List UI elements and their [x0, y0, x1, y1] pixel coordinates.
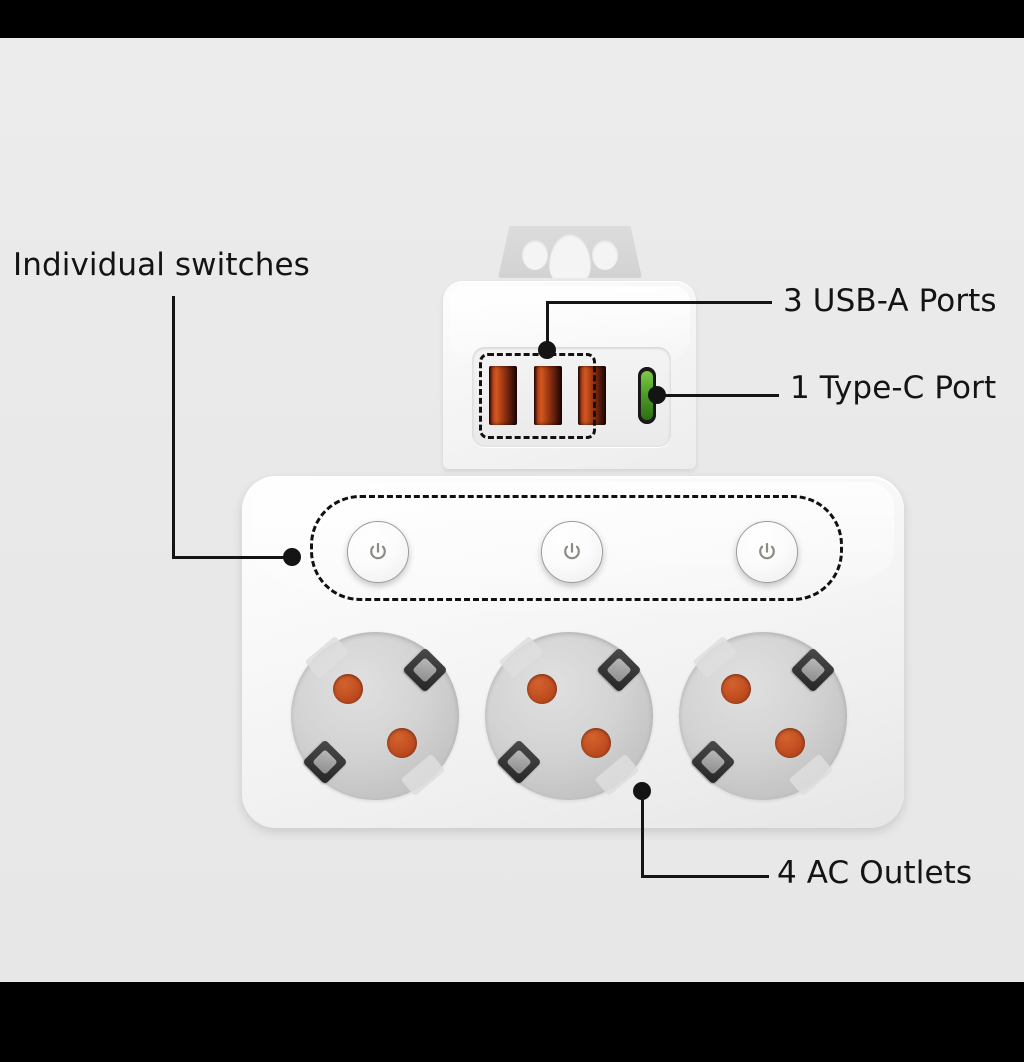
callout-line-switches-vertical	[172, 296, 175, 558]
bracket-keyhole-center	[549, 234, 591, 278]
switch-row-highlight	[310, 495, 843, 601]
letterbox-top	[0, 0, 1024, 38]
power-switch-3[interactable]	[736, 521, 798, 583]
bracket-hole-right	[592, 240, 618, 270]
outlet-pin-hole	[387, 728, 417, 758]
callout-dot-outlets	[633, 782, 651, 800]
callout-label-usb-a-ports: 3 USB-A Ports	[783, 283, 997, 319]
ac-outlet-1[interactable]	[291, 632, 459, 800]
screenshot-root: Individual switches 3 USB-A Ports 1 Type…	[0, 0, 1024, 1024]
outlet-pin-hole	[333, 674, 363, 704]
callout-line-switches-horizontal	[172, 556, 298, 559]
outlet-pin-hole	[581, 728, 611, 758]
callout-label-ac-outlets: 4 AC Outlets	[777, 855, 973, 891]
outlet-pin-hole	[775, 728, 805, 758]
ac-outlet-2[interactable]	[485, 632, 653, 800]
callout-dot-typec	[648, 386, 666, 404]
callout-label-type-c-port: 1 Type-C Port	[790, 370, 997, 406]
callout-line-usb-horizontal	[546, 301, 772, 304]
letterbox-bottom	[0, 982, 1024, 1024]
usb-a-port-3[interactable]	[578, 366, 606, 425]
usb-a-port-2[interactable]	[534, 366, 562, 425]
ac-outlet-3[interactable]	[679, 632, 847, 800]
callout-line-usb-vertical	[546, 301, 549, 354]
wall-mount-bracket	[498, 226, 642, 278]
callout-line-outlets-horizontal	[641, 875, 769, 878]
image-canvas: Individual switches 3 USB-A Ports 1 Type…	[0, 38, 1024, 982]
power-icon	[564, 542, 580, 560]
callout-dot-switches	[283, 548, 301, 566]
callout-line-typec-horizontal	[657, 394, 779, 397]
callout-line-outlets-vertical	[641, 796, 644, 878]
power-switch-2[interactable]	[541, 521, 603, 583]
usb-a-port-1[interactable]	[489, 366, 517, 425]
usb-a-port-group-highlight	[479, 353, 596, 439]
power-icon	[370, 542, 386, 560]
callout-dot-usb	[538, 341, 556, 359]
type-c-port[interactable]	[638, 367, 656, 424]
type-c-port-led	[641, 371, 653, 420]
callout-label-individual-switches: Individual switches	[13, 247, 310, 283]
outlet-pin-hole	[721, 674, 751, 704]
bracket-hole-left	[522, 240, 548, 270]
power-icon	[759, 542, 775, 560]
outlet-pin-hole	[527, 674, 557, 704]
